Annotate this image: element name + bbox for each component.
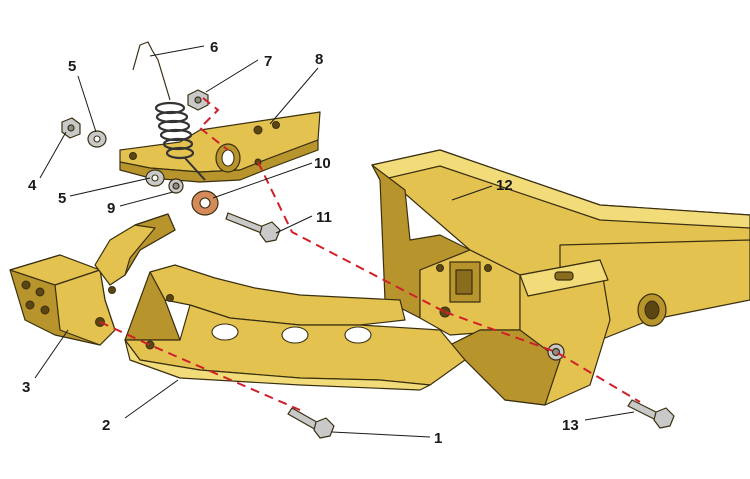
bracket-block [9, 213, 176, 346]
bolt-1 [287, 407, 335, 439]
callout-3: 3 [22, 379, 30, 396]
callout-7: 7 [264, 53, 272, 70]
callout-labels: 1 2 3 4 5 5 6 7 8 9 10 11 12 13 [22, 39, 579, 447]
callout-11: 11 [316, 209, 332, 226]
callout-12: 12 [496, 177, 513, 194]
frame-crossmember [371, 149, 750, 406]
callout-13: 13 [562, 417, 579, 434]
leader-lines [34, 45, 635, 438]
bolt-13 [627, 399, 675, 429]
callout-10: 10 [314, 155, 331, 172]
callout-5-lower: 5 [58, 190, 66, 207]
support-plate [124, 264, 466, 391]
callout-8: 8 [315, 51, 323, 68]
callout-5-upper: 5 [68, 58, 76, 75]
return-spring [132, 41, 206, 181]
callout-2: 2 [102, 417, 110, 434]
callout-4: 4 [28, 177, 37, 194]
callout-6: 6 [210, 39, 218, 56]
callout-9: 9 [107, 200, 115, 217]
fasteners [61, 89, 675, 439]
bolt-11 [225, 212, 281, 243]
assembly-lines [99, 97, 641, 411]
callout-1: 1 [434, 430, 442, 447]
